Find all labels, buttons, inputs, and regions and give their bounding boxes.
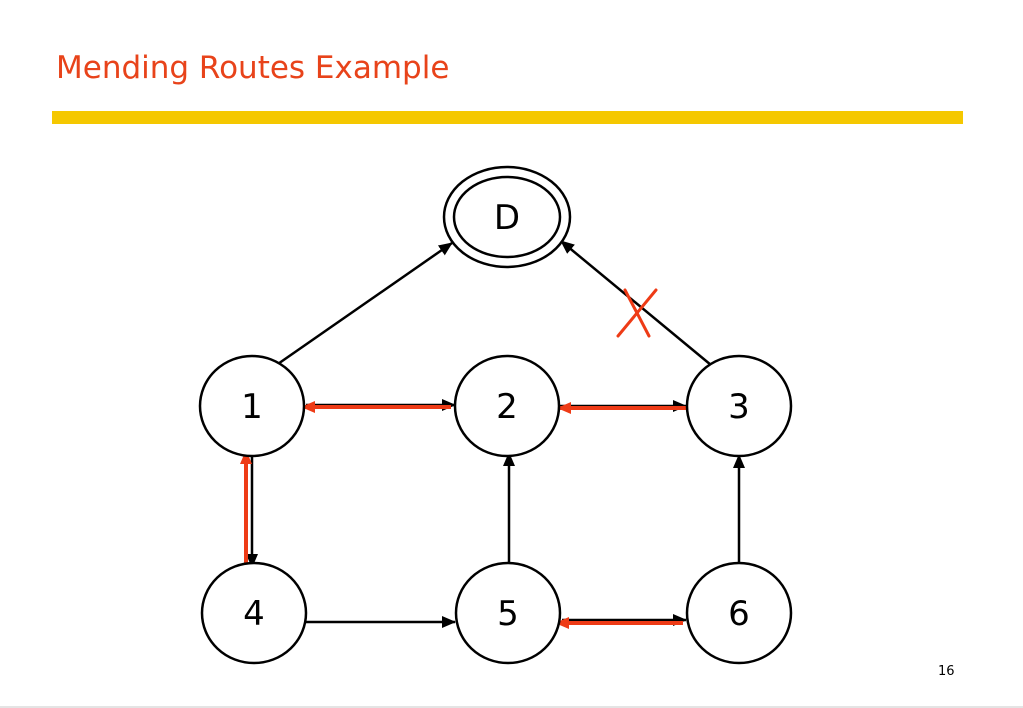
bottom-divider: [0, 706, 1023, 708]
node-label-3: 3: [728, 387, 750, 427]
destination-node: D: [442, 165, 572, 269]
node-5-circle: [454, 561, 562, 665]
node-6: 6: [685, 561, 793, 665]
node-1: 1: [198, 354, 306, 458]
broken-link-mark-3-to-D: [616, 288, 658, 338]
nodes-layer: D 1 2 3 4 5 6: [198, 165, 793, 665]
node-2: 2: [453, 354, 561, 458]
node-1-circle: [198, 354, 306, 458]
title-underline-bar: [52, 111, 963, 124]
node-label-4: 4: [243, 594, 265, 634]
node-label-5: 5: [497, 594, 519, 634]
slide-title: Mending Routes Example: [56, 50, 450, 86]
node-label-D: D: [494, 198, 520, 238]
node-3: 3: [685, 354, 793, 458]
node-5: 5: [454, 561, 562, 665]
node-4: 4: [200, 561, 308, 665]
node-label-6: 6: [728, 594, 750, 634]
edge-arrow-3-to-D: [560, 240, 712, 366]
node-label-1: 1: [241, 387, 263, 427]
edge-arrow-1-to-D: [274, 241, 453, 368]
marks-layer: [616, 288, 658, 338]
node-label-2: 2: [496, 387, 518, 427]
page-number: 16: [938, 664, 955, 679]
node-2-circle: [453, 354, 561, 458]
node-3-circle: [685, 354, 793, 458]
node-6-circle: [685, 561, 793, 665]
destination-node-inner-ring: [452, 175, 562, 259]
links-layer: [240, 240, 745, 629]
node-4-circle: [200, 561, 308, 665]
